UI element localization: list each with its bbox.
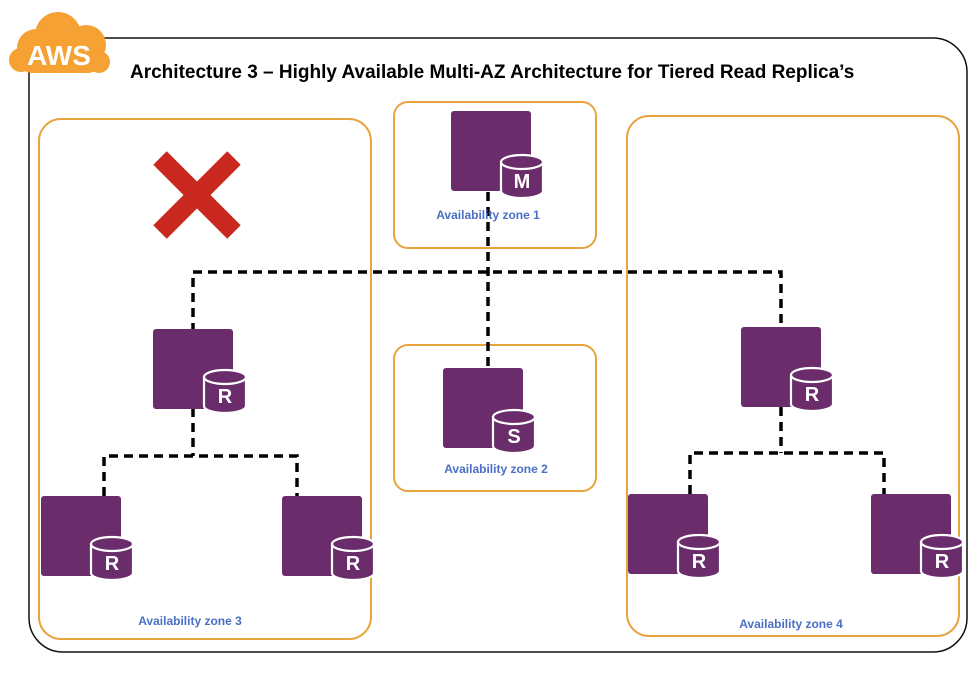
db-node-standby: S — [443, 368, 537, 455]
db-node-letter: R — [935, 551, 950, 573]
zone-label-az1: Availability zone 1 — [436, 208, 540, 222]
aws-cloud-icon — [9, 12, 110, 73]
zone-box-az1 — [393, 101, 597, 249]
database-icon: R — [89, 535, 135, 582]
db-node-replica-az4-left: R — [628, 494, 722, 580]
database-icon: R — [330, 535, 376, 582]
database-icon: R — [202, 368, 248, 415]
zone-box-az3 — [38, 118, 372, 640]
db-node-letter: R — [218, 386, 233, 408]
db-node-replica-az4-top: R — [741, 327, 835, 413]
db-node-letter: R — [346, 553, 361, 575]
db-node-letter: R — [692, 551, 707, 573]
connector-az4-tree — [688, 407, 886, 495]
db-node-letter: R — [105, 553, 120, 575]
database-icon: R — [789, 366, 835, 413]
database-icon: M — [499, 153, 545, 200]
connector-horizontal-bus — [191, 270, 783, 332]
diagram-title: Architecture 3 – Highly Available Multi-… — [130, 62, 854, 83]
db-node-replica-az3-top: R — [153, 329, 248, 415]
aws-region-border — [28, 37, 968, 653]
database-icon: R — [676, 533, 722, 580]
database-icon: S — [491, 408, 537, 455]
red-x-icon — [153, 151, 241, 239]
db-node-letter: M — [514, 171, 531, 193]
zone-box-az4 — [626, 115, 960, 637]
aws-logo-text: AWS — [27, 40, 91, 71]
database-icon: R — [919, 533, 965, 580]
db-node-replica-az4-right: R — [871, 494, 965, 580]
zone-label-az3: Availability zone 3 — [138, 614, 242, 628]
zone-label-az2: Availability zone 2 — [444, 462, 548, 476]
zone-label-az4: Availability zone 4 — [739, 617, 843, 631]
db-node-letter: R — [805, 384, 820, 406]
connector-az3-tree — [102, 408, 299, 497]
aws-logo: AWS — [9, 12, 110, 73]
db-node-replica-az3-right: R — [282, 496, 376, 582]
db-node-replica-az3-left: R — [41, 496, 135, 582]
zone-box-az2 — [393, 344, 597, 492]
db-node-letter: S — [507, 426, 520, 448]
replication-connectors — [102, 192, 886, 497]
db-node-master: M — [451, 111, 545, 200]
